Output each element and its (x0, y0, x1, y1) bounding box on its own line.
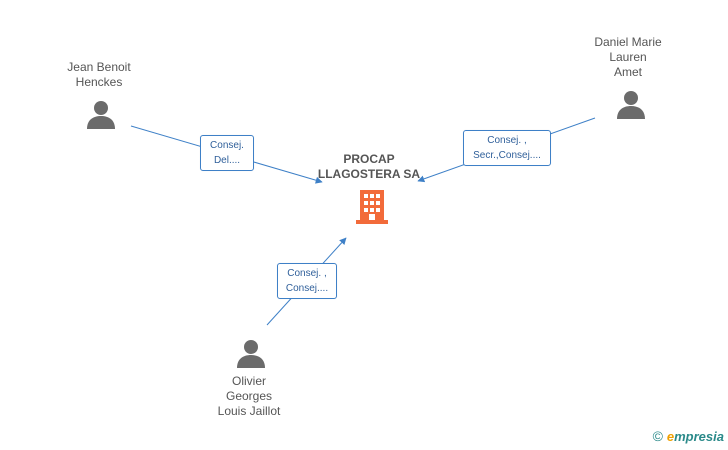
person-name-line: Henckes (75, 75, 123, 89)
company-name-line1: PROCAP (343, 152, 395, 166)
person-name-line: Lauren (609, 50, 647, 64)
person-name-line: Georges (225, 389, 273, 403)
person-name-line: Daniel Marie (594, 35, 662, 49)
role-line: Secr.,Consej.... (473, 150, 541, 161)
company-name[interactable]: PROCAP LLAGOSTERA SA (306, 152, 432, 182)
person-name-daniel-marie[interactable]: Daniel Marie Lauren Amet (573, 35, 683, 80)
person-name-line: Jean Benoit (67, 60, 131, 74)
copyright-icon: © (652, 428, 663, 444)
building-icon[interactable] (356, 190, 388, 224)
person-icon[interactable] (86, 99, 116, 129)
brand-footer[interactable]: © empresia (653, 428, 724, 444)
person-icon[interactable] (236, 338, 266, 368)
person-name-line: Olivier (231, 374, 266, 388)
role-line: Consej.... (285, 283, 329, 294)
role-line: Consej. , (287, 268, 327, 279)
role-box-jean-benoit[interactable]: Consej. Del.... (200, 135, 254, 171)
person-name-line: Amet (613, 65, 642, 79)
person-icon[interactable] (616, 89, 646, 119)
role-line: Consej. (210, 140, 244, 151)
person-name-line: Louis Jaillot (217, 404, 281, 418)
company-name-line2: LLAGOSTERA SA (317, 167, 421, 181)
role-line: Del.... (213, 155, 241, 166)
role-line: Consej. , (487, 135, 527, 146)
role-box-olivier[interactable]: Consej. , Consej.... (277, 263, 337, 299)
person-name-olivier[interactable]: Olivier Georges Louis Jaillot (194, 374, 304, 419)
brand-logo: empresia (666, 428, 724, 444)
person-name-jean-benoit[interactable]: Jean Benoit Henckes (44, 60, 154, 90)
role-box-daniel-marie[interactable]: Consej. , Secr.,Consej.... (463, 130, 551, 166)
